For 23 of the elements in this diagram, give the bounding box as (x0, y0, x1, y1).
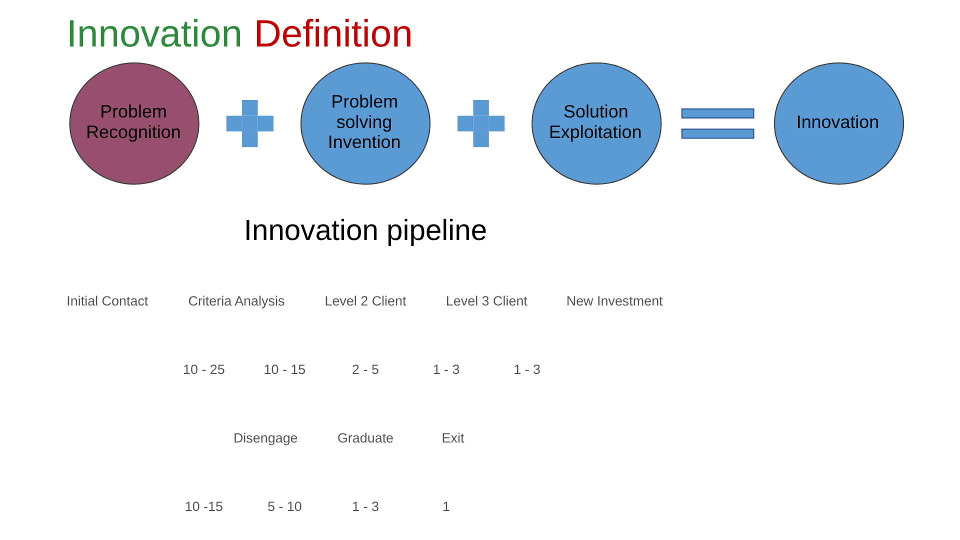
diagram-title: Innovation Definition (66, 12, 412, 56)
label: 2 - 5 (352, 362, 378, 377)
label: 1 - 3 (352, 498, 378, 514)
label: 1 (442, 498, 450, 514)
label: Innovation pipeline (243, 215, 487, 248)
label: New Investment (566, 293, 662, 308)
label: 10 - 25 (182, 362, 224, 377)
label: 10 -15 (184, 498, 222, 514)
label: Level 3 Client (445, 293, 527, 308)
node-circle: Innovation (773, 62, 904, 185)
label: Criteria Analysis (188, 293, 284, 308)
label: Exit (441, 430, 464, 446)
node-circle: Problem solving Invention (300, 62, 430, 185)
label: 10 - 15 (263, 362, 306, 377)
label: 1 - 3 (432, 362, 460, 377)
label: 1 - 3 (513, 362, 540, 377)
label: Level 2 Client (324, 293, 406, 308)
label: Graduate (336, 430, 394, 446)
node-circle: Problem Recognition (68, 62, 199, 185)
node-circle: Solution Exploitation (531, 62, 662, 185)
label: Initial Contact (66, 293, 148, 308)
label: Disengage (232, 430, 298, 446)
label: 5 - 10 (267, 498, 302, 514)
